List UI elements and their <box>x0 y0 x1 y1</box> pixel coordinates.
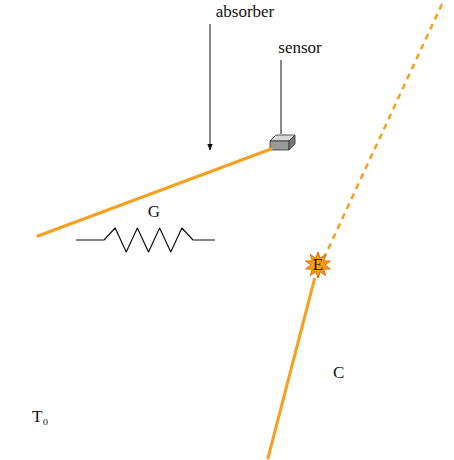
node-label: C <box>333 364 344 383</box>
part-label: absorber <box>216 3 275 22</box>
cube-front <box>172 185 355 402</box>
cube-top <box>172 130 410 185</box>
absorber-cube: C <box>170 128 412 404</box>
outgoing-track <box>268 279 315 458</box>
absorber-pointer <box>210 24 211 150</box>
sensor-leader <box>281 60 282 134</box>
sensor-front <box>270 141 289 150</box>
energy-burst <box>306 252 331 278</box>
plane-outline <box>18 22 138 444</box>
part-label: sensor <box>278 39 321 58</box>
node-label: T₀ <box>32 408 48 427</box>
edge-label: G <box>148 203 160 222</box>
cube-outline <box>170 128 412 404</box>
cube-side <box>355 130 410 402</box>
signal-track <box>38 149 271 236</box>
energy-label: E <box>313 256 323 275</box>
incoming-track <box>324 4 442 258</box>
sensor-side <box>289 135 295 150</box>
heat-bath-plane: T₀ <box>18 22 138 444</box>
thermal-link <box>76 228 215 252</box>
